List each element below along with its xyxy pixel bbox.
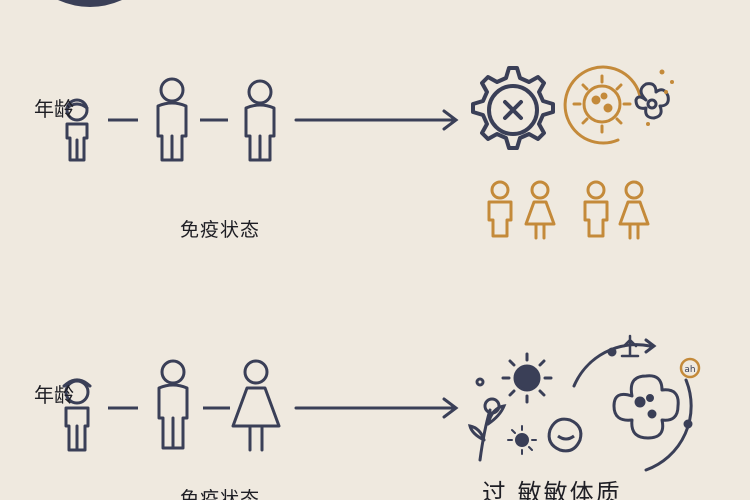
allergen-flower-icon — [634, 82, 670, 120]
plant-icon — [467, 377, 507, 462]
badge-text: ah — [684, 365, 695, 375]
particle-dots — [646, 69, 674, 126]
virus-small-icon — [507, 425, 537, 455]
immune-status-caption: 免疫状态 — [180, 219, 261, 241]
person-male-icon — [487, 180, 513, 238]
person-male-icon — [583, 180, 609, 238]
adult-figure-icon — [156, 77, 188, 162]
elder-figure-icon — [62, 378, 92, 452]
cycle-arrows-icon — [572, 338, 693, 472]
adult-female-figure-icon — [231, 359, 281, 452]
badge-icon: ah — [679, 357, 701, 379]
sprout-icon — [620, 334, 640, 358]
virus-circle-icon — [563, 65, 642, 145]
adult-figure-icon — [244, 79, 276, 162]
person-female-icon — [618, 180, 650, 240]
immune-status-caption: 免疫状态 — [180, 488, 261, 500]
person-female-icon — [524, 180, 556, 240]
gear-x-icon — [471, 66, 555, 150]
child-figure-icon — [65, 98, 89, 162]
arrow-right-icon — [294, 397, 459, 419]
header-bar — [58, 0, 122, 7]
virus-icon — [501, 352, 553, 404]
adult-figure-icon — [157, 359, 189, 450]
allergy-constitution-caption: 过 敏敏体质 — [482, 479, 622, 500]
arrow-right-icon — [294, 109, 459, 131]
age-label: 年龄 — [34, 383, 74, 407]
age-label: 年龄 — [34, 97, 74, 121]
pollen-icon — [547, 417, 583, 453]
allergen-flower-large-icon — [612, 374, 680, 440]
